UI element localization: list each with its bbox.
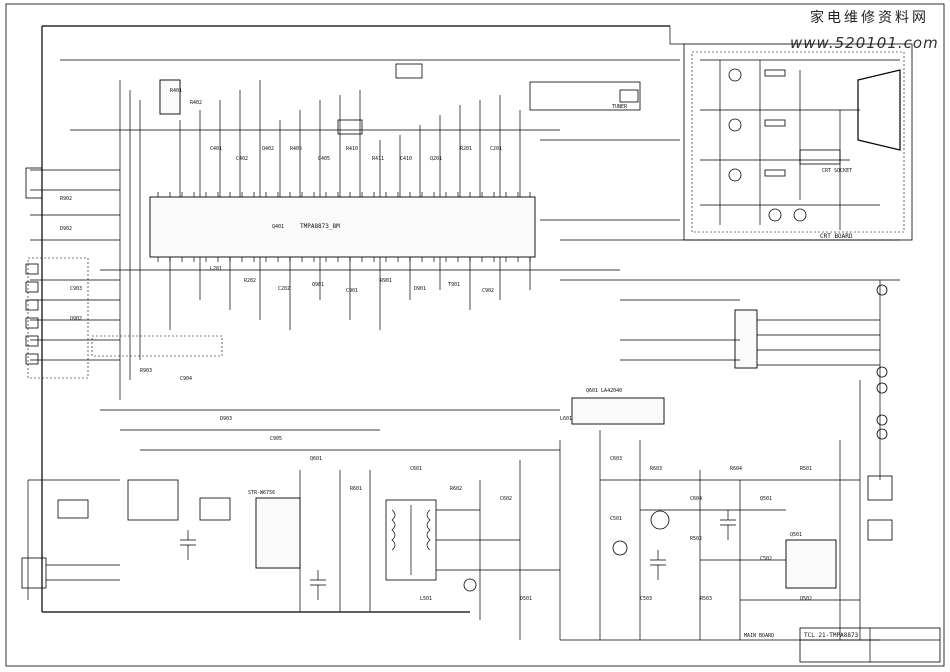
connector-top [395, 63, 423, 79]
component-ref-label: D902 [60, 226, 72, 232]
component-ref-label: L501 [420, 596, 432, 602]
main-ic-pins [157, 192, 531, 262]
component-ref-label: R602 [450, 486, 462, 492]
main-wiring [30, 25, 900, 641]
crt-board-inner [691, 51, 905, 233]
component-ref-label: C402 [236, 156, 248, 162]
av-jacks [867, 284, 893, 541]
crt-board-label: CRT BOARD [820, 233, 853, 240]
left-connectors [25, 167, 43, 365]
component-ref-label: C603 [610, 456, 622, 462]
component-ref-label: R903 [140, 368, 152, 374]
component-ref-label: C410 [400, 156, 412, 162]
mains-connector [21, 557, 47, 589]
audio-ic [571, 397, 665, 425]
component-ref-label: C201 [490, 146, 502, 152]
component-ref-label: D903 [220, 416, 232, 422]
tuner-connector [619, 89, 639, 103]
component-ref-label: Q501 [760, 496, 772, 502]
component-ref-label: C503 [640, 596, 652, 602]
rgb-ic-label: Q501 [790, 532, 802, 538]
component-ref-label: Q402 [262, 146, 274, 152]
component-ref-label: R604 [730, 466, 742, 472]
component-ref-label: D901 [414, 286, 426, 292]
main-ic-label: TMPA8873_8M [300, 223, 340, 230]
component-ref-label: C501 [610, 516, 622, 522]
crt-tube [857, 69, 901, 151]
component-ref-label: C902 [482, 288, 494, 294]
component-ref-label: C903 [70, 286, 82, 292]
crt-socket [799, 149, 841, 165]
component-ref-label: D501 [520, 596, 532, 602]
component-ref-label: Q601 [310, 456, 322, 462]
transformer-coils [391, 505, 431, 575]
component-ref-label: R401 [170, 88, 182, 94]
component-ref-label: C601 [410, 466, 422, 472]
component-ref-label: R405 [290, 146, 302, 152]
component-ref-label: L601 [560, 416, 572, 422]
title-model: TCL 21-TMPA8873 [804, 632, 859, 639]
main-ic [149, 196, 536, 258]
component-ref-label: C202 [278, 286, 290, 292]
if-block [337, 119, 363, 135]
component-ref-label: R402 [190, 100, 202, 106]
main-ic-ref: Q401 [272, 224, 284, 230]
power-transistors [463, 510, 670, 592]
tuner-block [529, 81, 641, 111]
component-ref-label: C502 [760, 556, 772, 562]
component-ref-label: C604 [690, 496, 702, 502]
component-ref-label: Q901 [312, 282, 324, 288]
av-ic [734, 309, 758, 369]
component-ref-label: Q502 [800, 596, 812, 602]
crt-socket-label: CRT SOCKET [822, 168, 852, 174]
component-ref-label: C602 [500, 496, 512, 502]
component-ref-label: C405 [318, 156, 330, 162]
power-ic-label: STR-W6756 [248, 490, 275, 496]
component-ref-label: R410 [346, 146, 358, 152]
filter-capacitors [180, 510, 736, 600]
component-ref-label: Q902 [70, 316, 82, 322]
title-block-grid [800, 628, 940, 662]
component-ref-label: C901 [346, 288, 358, 294]
audio-ic-label: Q601 LA42040 [586, 388, 622, 394]
component-ref-label: R901 [380, 278, 392, 284]
component-ref-label: C905 [270, 436, 282, 442]
crt-board-region [683, 43, 913, 241]
component-ref-label: R502 [690, 536, 702, 542]
component-ref-label: C401 [210, 146, 222, 152]
component-ref-label: R501 [800, 466, 812, 472]
component-ref-label: R411 [372, 156, 384, 162]
component-ref-label: R902 [60, 196, 72, 202]
eeprom-ic [159, 79, 181, 115]
watermark-url: www.520101.com [790, 34, 939, 52]
component-ref-label: R603 [650, 466, 662, 472]
crt-board-wiring [700, 59, 900, 230]
page-border [5, 3, 945, 667]
watermark-chinese: 家电维修资料网 [810, 9, 929, 26]
component-ref-label: L201 [210, 266, 222, 272]
component-ref-label: Q201 [430, 156, 442, 162]
title-sheet: MAIN BOARD [744, 633, 774, 639]
mains-wiring [27, 479, 231, 600]
power-ic [255, 497, 301, 569]
av-input-region [91, 335, 223, 357]
component-ref-label: R503 [700, 596, 712, 602]
tuner-label: TUNER [612, 104, 628, 110]
component-ref-label: T901 [448, 282, 460, 288]
component-ref-label: R201 [460, 146, 472, 152]
component-ref-label: R601 [350, 486, 362, 492]
rgb-ic [785, 539, 837, 589]
component-ref-label: R202 [244, 278, 256, 284]
component-ref-label: C904 [180, 376, 192, 382]
